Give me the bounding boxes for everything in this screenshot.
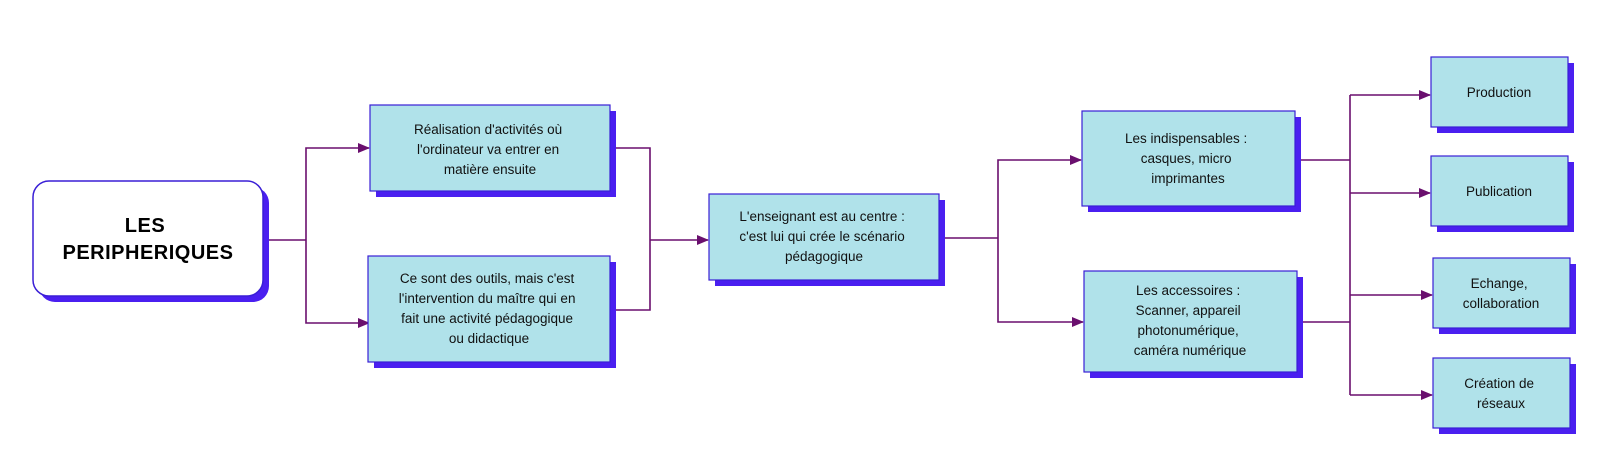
- node-outils-line-3: fait une activité pédagogique: [401, 311, 573, 326]
- node-indispensables-line-2: casques, micro: [1141, 151, 1232, 166]
- connector-root-to-outils: [305, 240, 370, 328]
- node-accessoires-line-2: Scanner, appareil: [1136, 303, 1241, 318]
- node-echange: Echange, collaboration: [1432, 257, 1576, 334]
- svg-text:Publication: Publication: [1466, 184, 1532, 199]
- svg-text:Réalisation d'activités où: Réalisation d'activités où l'ordinateur …: [414, 122, 566, 177]
- node-reseaux-line-2: réseaux: [1477, 396, 1525, 411]
- node-indispensables-box: [1081, 110, 1296, 207]
- connector-realisation-to-merge: [608, 147, 651, 240]
- node-root-line-1: LES: [125, 215, 165, 237]
- node-realisation: Réalisation d'activités où l'ordinateur …: [369, 104, 616, 197]
- svg-text:L'enseignant est au centre :: L'enseignant est au centre : c'est lui q…: [739, 209, 908, 264]
- node-enseignant-line-2: c'est lui qui crée le scénario: [739, 229, 904, 244]
- node-production-line-1: Production: [1467, 85, 1532, 100]
- node-echange-line-2: collaboration: [1463, 296, 1540, 311]
- node-publication-line-1: Publication: [1466, 184, 1532, 199]
- node-enseignant-box: [708, 193, 940, 281]
- node-outils-line-4: ou didactique: [449, 331, 529, 346]
- node-reseaux: Création de réseaux: [1432, 357, 1576, 434]
- svg-text:Les accessoires : Scanne: Les accessoires : Scanner, appareil phot…: [1134, 283, 1247, 358]
- node-indispensables: Les indispensables : casques, micro impr…: [1081, 110, 1301, 212]
- node-production: Production: [1430, 56, 1574, 133]
- connector-outils-to-merge: [608, 240, 651, 311]
- node-root-line-2: PERIPHERIQUES: [63, 242, 234, 264]
- node-publication: Publication: [1430, 155, 1574, 232]
- node-indispensables-line-3: imprimantes: [1151, 171, 1225, 186]
- node-production-box: [1430, 56, 1569, 128]
- node-outils-line-1: Ce sont des outils, mais c'est: [400, 271, 575, 286]
- node-accessoires-box: [1083, 270, 1298, 373]
- node-outils: Ce sont des outils, mais c'est l'interve…: [367, 255, 616, 368]
- node-enseignant-line-1: L'enseignant est au centre :: [739, 209, 904, 224]
- node-reseaux-box: [1432, 357, 1571, 429]
- node-outils-line-2: l'intervention du maître qui en: [399, 291, 576, 306]
- node-echange-box: [1432, 257, 1571, 329]
- node-root-box: [32, 180, 264, 297]
- svg-text:Echange, collaboration: Echange, collaboration: [1463, 276, 1540, 311]
- svg-text:Ce sont des outils, mais c'est: Ce sont des outils, mais c'est l'interve…: [399, 271, 579, 346]
- node-accessoires-line-1: Les accessoires :: [1136, 283, 1240, 298]
- node-indispensables-line-1: Les indispensables :: [1125, 131, 1247, 146]
- connector-enseignant-to-indispensables: [997, 155, 1082, 238]
- node-enseignant-line-3: pédagogique: [785, 249, 863, 264]
- node-publication-box: [1430, 155, 1569, 227]
- connectors: [265, 90, 1433, 400]
- svg-text:LES PERIPHERIQUES: LES PERIPHERIQUES: [63, 215, 234, 264]
- connector-root-to-realisation: [305, 143, 370, 240]
- connector-enseignant-to-accessoires: [997, 238, 1084, 327]
- svg-text:Production: Production: [1467, 85, 1532, 100]
- node-reseaux-line-1: Création de: [1464, 376, 1534, 391]
- node-echange-line-1: Echange,: [1471, 276, 1528, 291]
- node-accessoires: Les accessoires : Scanner, appareil phot…: [1083, 270, 1303, 378]
- node-outils-box: [367, 255, 611, 363]
- node-realisation-line-3: matière ensuite: [444, 162, 536, 177]
- node-root: LES PERIPHERIQUES: [32, 180, 269, 302]
- node-realisation-line-1: Réalisation d'activités où: [414, 122, 562, 137]
- node-realisation-box: [369, 104, 611, 192]
- svg-text:Création de réseaux: Création de réseaux: [1464, 376, 1538, 411]
- svg-text:Les indispensables : cas: Les indispensables : casques, micro impr…: [1125, 131, 1251, 186]
- node-enseignant: L'enseignant est au centre : c'est lui q…: [708, 193, 945, 286]
- node-accessoires-line-4: caméra numérique: [1134, 343, 1247, 358]
- node-accessoires-line-3: photonumérique,: [1137, 323, 1238, 338]
- node-realisation-line-2: l'ordinateur va entrer en: [417, 142, 559, 157]
